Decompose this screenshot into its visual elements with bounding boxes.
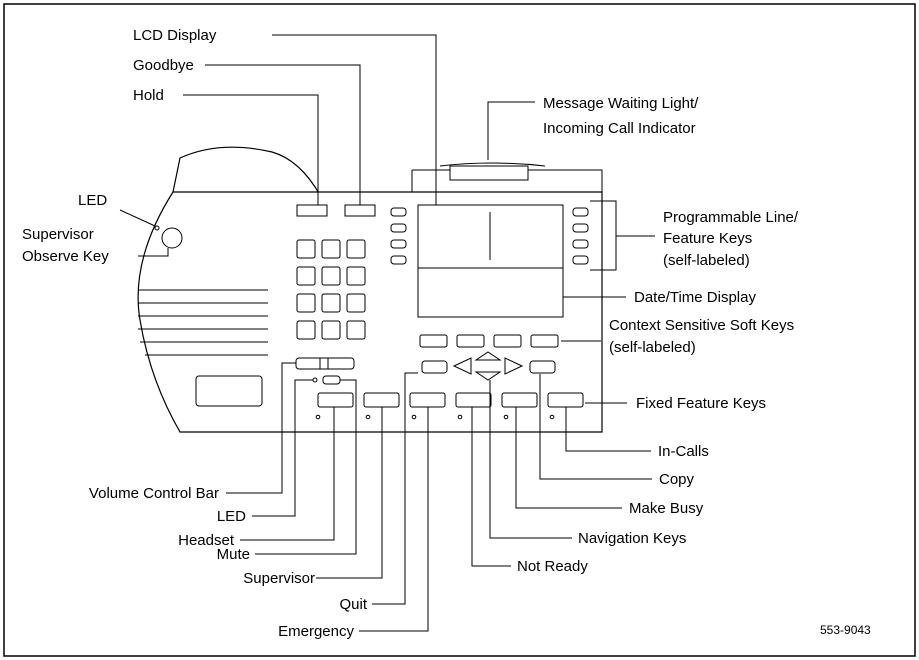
dialpad-key[interactable] [321, 239, 341, 259]
left-line-key-1[interactable] [390, 207, 407, 217]
figure-id: 553-9043 [820, 623, 871, 637]
labels: LCD Display Goodbye Hold Message Waiting… [22, 27, 871, 640]
dialpad-key[interactable] [346, 293, 366, 313]
goodbye-key[interactable] [344, 204, 376, 217]
key-led [315, 414, 321, 420]
left-line-key-3[interactable] [390, 239, 407, 249]
quit-key[interactable] [409, 392, 446, 408]
callout-lines [119, 34, 655, 632]
label-emergency: Emergency [278, 623, 354, 640]
label-supervisor-observe-1: Supervisor [22, 226, 94, 243]
dialpad-key[interactable] [296, 320, 316, 340]
label-prog-line-3: (self-labeled) [663, 252, 750, 269]
led-top-indicator [154, 225, 160, 231]
nav-left-arrow-icon[interactable] [452, 357, 472, 375]
message-waiting-light [449, 165, 529, 181]
dialpad [296, 239, 366, 340]
right-line-key-4[interactable] [572, 255, 589, 265]
key-led [365, 414, 371, 420]
label-context-soft-2: (self-labeled) [609, 339, 696, 356]
make-busy-key[interactable] [501, 392, 538, 408]
dialpad-key[interactable] [346, 239, 366, 259]
dialpad-key[interactable] [346, 320, 366, 340]
right-line-key-1[interactable] [572, 207, 589, 217]
dialpad-key[interactable] [296, 266, 316, 286]
label-supervisor-observe-2: Observe Key [22, 248, 109, 265]
label-mute: Mute [217, 546, 250, 563]
label-prog-line-1: Programmable Line/ [663, 209, 799, 226]
label-led-bottom: LED [217, 508, 246, 525]
label-date-time: Date/Time Display [634, 289, 756, 306]
dialpad-key[interactable] [296, 239, 316, 259]
dialpad-key[interactable] [346, 266, 366, 286]
label-goodbye: Goodbye [133, 57, 194, 74]
label-led-top: LED [78, 192, 107, 209]
left-line-key-4[interactable] [390, 255, 407, 265]
label-in-calls: In-Calls [658, 443, 709, 460]
key-led [411, 414, 417, 420]
label-supervisor: Supervisor [243, 570, 315, 587]
dialpad-key[interactable] [321, 320, 341, 340]
supervisor-observe-key[interactable] [161, 227, 183, 249]
label-lcd-display: LCD Display [133, 27, 217, 44]
label-make-busy: Make Busy [629, 500, 704, 517]
supervisor-key[interactable] [363, 392, 400, 408]
left-line-key-2[interactable] [390, 223, 407, 233]
dialpad-key[interactable] [321, 293, 341, 313]
label-message-waiting-2: Incoming Call Indicator [543, 120, 696, 137]
soft-key-4[interactable] [530, 334, 559, 348]
label-volume-control: Volume Control Bar [89, 485, 219, 502]
key-led [549, 414, 555, 420]
label-navigation: Navigation Keys [578, 530, 686, 547]
handset-cradle [172, 146, 321, 196]
led-bottom-indicator [312, 377, 318, 383]
volume-control-bar[interactable] [295, 357, 355, 370]
mute-key[interactable] [322, 375, 341, 385]
hold-key[interactable] [296, 204, 328, 217]
soft-key-3[interactable] [493, 334, 522, 348]
in-calls-key[interactable] [547, 392, 584, 408]
not-ready-key[interactable] [455, 392, 492, 408]
label-headset: Headset [178, 532, 235, 549]
light-housing [439, 162, 546, 167]
dialpad-key[interactable] [321, 266, 341, 286]
label-hold: Hold [133, 87, 164, 104]
headset-key[interactable] [317, 392, 354, 408]
label-fixed-feature: Fixed Feature Keys [636, 395, 766, 412]
right-line-key-2[interactable] [572, 223, 589, 233]
key-led [457, 414, 463, 420]
soft-key-2[interactable] [456, 334, 485, 348]
nav-side-key-left[interactable] [421, 360, 448, 374]
label-context-soft-1: Context Sensitive Soft Keys [609, 317, 794, 334]
phone-body [137, 146, 603, 433]
label-copy: Copy [659, 471, 695, 488]
soft-key-1[interactable] [419, 334, 448, 348]
label-quit: Quit [339, 596, 367, 613]
label-window [195, 375, 263, 407]
nav-right-arrow-icon[interactable] [504, 357, 524, 375]
nav-side-key-right[interactable] [529, 360, 556, 374]
nav-up-arrow-icon[interactable] [474, 351, 502, 361]
label-not-ready: Not Ready [517, 558, 588, 575]
key-led [503, 414, 509, 420]
nav-down-arrow-icon[interactable] [474, 371, 502, 381]
right-line-key-3[interactable] [572, 239, 589, 249]
label-message-waiting-1: Message Waiting Light/ [543, 95, 699, 112]
label-prog-line-2: Feature Keys [663, 230, 752, 247]
dialpad-key[interactable] [296, 293, 316, 313]
